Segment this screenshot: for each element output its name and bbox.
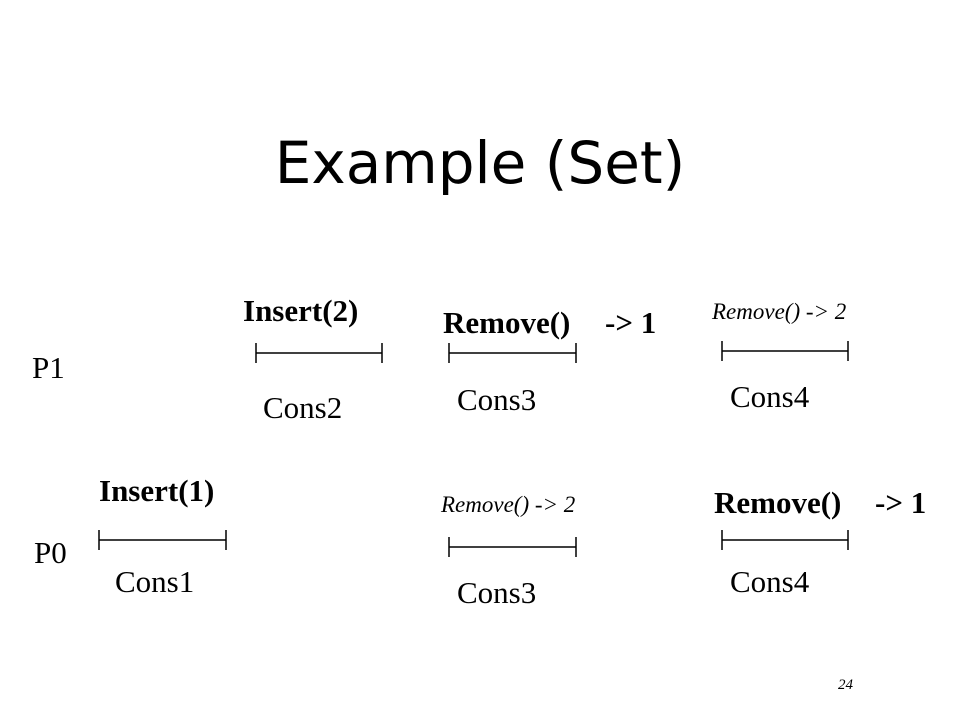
p0-insert-1-interval	[98, 530, 227, 550]
p1-remove-2-label: Remove() -> 2	[712, 299, 847, 324]
p0-remove-1-label: Remove()	[714, 485, 842, 520]
process-label-p0: P0	[34, 535, 67, 570]
p0-remove-2-label: Remove() -> 2	[441, 492, 576, 517]
slide-title: Example (Set)	[274, 129, 686, 197]
p1-remove-1-label: Remove()	[443, 305, 571, 340]
p0-insert-1-label: Insert(1)	[99, 473, 215, 508]
p0-cons1-label: Cons1	[115, 564, 195, 599]
p1-cons3-label: Cons3	[457, 382, 537, 417]
p0-remove-1-interval	[721, 530, 849, 550]
p0-remove-2-interval	[448, 537, 577, 557]
p1-remove-1-interval	[448, 343, 577, 363]
p1-remove-2-interval	[721, 341, 849, 361]
p1-insert-2-interval	[255, 343, 383, 363]
p1-insert-2-label: Insert(2)	[243, 293, 359, 328]
process-label-p1: P1	[32, 350, 65, 385]
p1-cons4-label: Cons4	[730, 379, 810, 414]
p1-remove-1-result: -> 1	[605, 305, 657, 340]
slide-number: 24	[838, 677, 853, 693]
p0-cons3-label: Cons3	[457, 575, 537, 610]
p1-cons2-label: Cons2	[263, 390, 343, 425]
p0-cons4-label: Cons4	[730, 564, 810, 599]
p0-remove-1-result: -> 1	[875, 485, 927, 520]
